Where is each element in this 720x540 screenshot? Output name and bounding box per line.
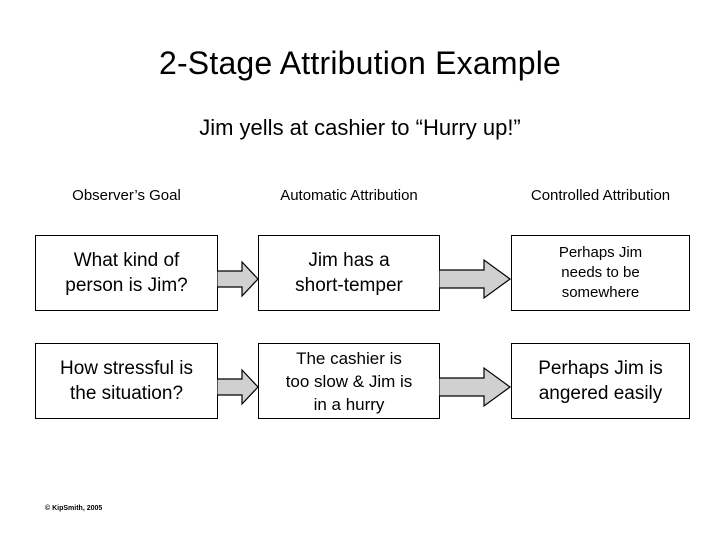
- flow-box-text: What kind of person is Jim?: [65, 250, 188, 296]
- page-subtitle: Jim yells at cashier to “Hurry up!”: [199, 115, 521, 140]
- flow-box-row2-observers-goal: How stressful is the situation?: [35, 343, 218, 419]
- arrow-right-icon-row1-automatic-to-controlled: [439, 258, 512, 300]
- flow-box-text: The cashier is too slow & Jim is in a hu…: [285, 348, 413, 414]
- arrow-right-icon-row2-goal-to-automatic: [217, 368, 259, 406]
- flow-box-row1-controlled-attribution: Perhaps Jim needs to be somewhere: [511, 235, 690, 311]
- flow-box-text: Perhaps Jim is angered easily: [538, 358, 663, 404]
- flow-box-row2-controlled-attribution: Perhaps Jim is angered easily: [511, 343, 690, 419]
- flow-box-row2-automatic-attribution: The cashier is too slow & Jim is in a hu…: [258, 343, 440, 419]
- flow-box-row1-observers-goal: What kind of person is Jim?: [35, 235, 218, 311]
- arrow-right-icon-row1-goal-to-automatic: [217, 260, 259, 298]
- flow-box-text: Perhaps Jim needs to be somewhere: [558, 244, 643, 301]
- copyright-notice: © KipSmith, 2005: [45, 505, 103, 512]
- flow-box-text: How stressful is the situation?: [59, 358, 194, 404]
- flow-box-row1-automatic-attribution: Jim has a short-temper: [258, 235, 440, 311]
- arrow-right-icon-row2-automatic-to-controlled: [439, 366, 512, 408]
- page-title: 2-Stage Attribution Example: [158, 45, 562, 81]
- column-header-observers-goal: Observer’s Goal: [72, 187, 181, 204]
- flow-box-text: Jim has a short-temper: [295, 250, 403, 296]
- column-header-controlled-attribution: Controlled Attribution: [530, 187, 671, 204]
- column-header-automatic-attribution: Automatic Attribution: [280, 187, 418, 204]
